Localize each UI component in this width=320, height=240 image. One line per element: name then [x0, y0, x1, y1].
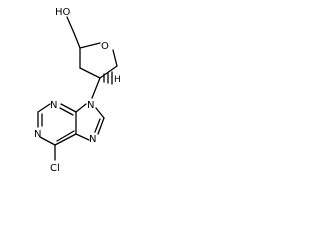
bond-n1-c6 [39, 136, 56, 146]
bond-ch2-c2 [73, 32, 81, 49]
bond-c6-c5p [54, 133, 77, 146]
bond-c8-n7-double [94, 118, 101, 133]
bond-c6-c5p-double [56, 130, 75, 142]
chlorine-label: Cl [50, 163, 60, 174]
purine-n1-label: N [34, 129, 41, 140]
molecule-diagram: HO O H N N N N Cl [34, 7, 121, 174]
bond-c4p-n9 [75, 103, 87, 113]
bond-c4-c3 [79, 67, 101, 79]
hydroxyl-label: HO [55, 7, 71, 18]
structure-canvas: HO O H N N N N Cl [0, 0, 152, 196]
purine-n9-label: N [87, 100, 94, 111]
bonds [37, 16, 118, 161]
bond-n9-c8 [95, 107, 105, 119]
stereo-hash-c4-h [103, 71, 113, 85]
bond-o-c5 [112, 49, 118, 67]
ring-oxygen-label: O [101, 41, 109, 52]
purine-n3-label: N [50, 100, 57, 111]
stereo-h-label: H [114, 75, 121, 85]
atom-labels: HO O H N N N N Cl [34, 7, 121, 174]
bond-c5-c4 [99, 65, 118, 79]
bond-c4p-n3-double [59, 107, 74, 116]
bond-n3-c2p [37, 103, 51, 113]
bond-c4p-n3 [60, 103, 77, 113]
bond-c4-n9 [91, 77, 101, 99]
bond-n7-c5p [75, 133, 90, 141]
bond-ho-ch2 [66, 16, 75, 34]
purine-n7-label: N [89, 134, 96, 145]
bond-c2-o [79, 42, 101, 49]
bond-c8-n7 [97, 117, 105, 135]
